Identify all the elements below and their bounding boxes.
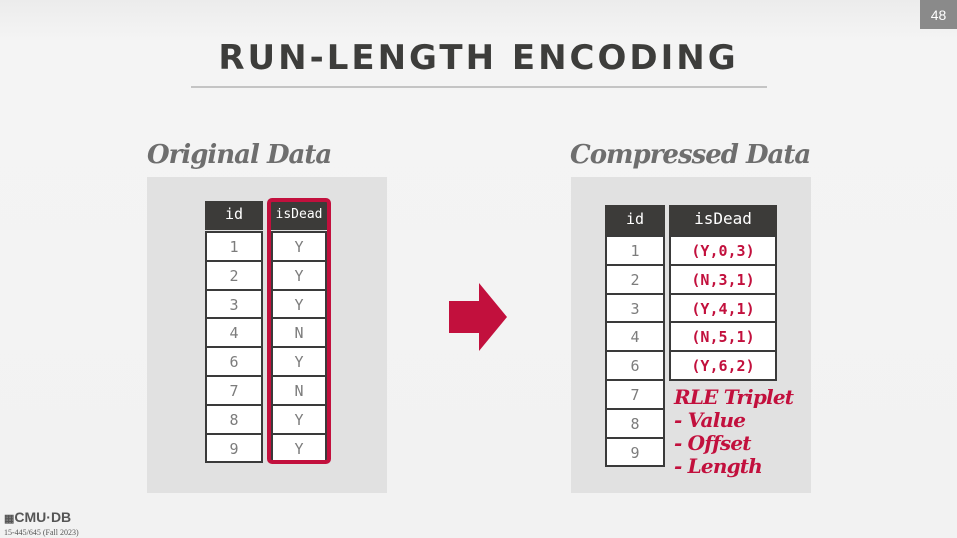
rle-note-item: - Length — [674, 454, 763, 478]
table-cell-isdead: Y — [271, 346, 327, 377]
table-cell-id: 6 — [605, 350, 665, 381]
table-cell-isdead: Y — [271, 288, 327, 320]
rle-triplet-cell: (Y,4,1) — [669, 292, 777, 324]
table-cell-isdead: Y — [271, 432, 327, 464]
logo-text: CMU·DB — [14, 509, 72, 525]
course-label: 15-445/645 (Fall 2023) — [4, 528, 79, 537]
table-cell-id: 1 — [605, 235, 665, 266]
table-cell-id: 3 — [605, 292, 665, 324]
table-cell-id: 8 — [605, 407, 665, 439]
original-data-heading: Original Data — [147, 140, 332, 170]
title-divider — [191, 86, 767, 88]
cmu-db-logo: ▦CMU·DB — [4, 509, 71, 525]
rle-note-item: - Value — [674, 408, 746, 432]
table-cell-id: 2 — [205, 259, 263, 291]
table-cell-id: 6 — [205, 346, 263, 377]
compressed-data-heading: Compressed Data — [570, 140, 811, 170]
table-cell-id: 9 — [205, 432, 263, 464]
table-cell-isdead: N — [271, 317, 327, 349]
table-cell-id: 4 — [205, 317, 263, 349]
right-arrow-icon — [449, 283, 507, 351]
table-cell-isdead: Y — [271, 231, 327, 262]
rle-triplet-cell: (N,5,1) — [669, 321, 777, 353]
rle-triplet-cell: (Y,0,3) — [669, 235, 777, 266]
rle-note-item: - Offset — [674, 431, 752, 455]
rle-triplet-cell: (N,3,1) — [669, 263, 777, 295]
isdead-column-highlight — [267, 198, 331, 464]
rle-triplet-note: RLE Triplet - Value - Offset - Length — [674, 385, 794, 478]
slide-title: RUN-LENGTH ENCODING — [218, 38, 739, 78]
table-cell-id: 2 — [605, 263, 665, 295]
table-cell-id: 9 — [605, 436, 665, 468]
column-header-id: id — [605, 205, 665, 235]
table-cell-isdead: Y — [271, 403, 327, 435]
table-cell-id: 4 — [605, 321, 665, 353]
table-cell-id: 7 — [205, 375, 263, 406]
table-cell-isdead: Y — [271, 259, 327, 291]
logo-glyph-icon: ▦ — [4, 513, 15, 525]
table-cell-id: 7 — [605, 379, 665, 410]
column-header-id: id — [205, 201, 263, 230]
page-number: 48 — [920, 0, 957, 29]
table-cell-id: 3 — [205, 288, 263, 320]
rle-triplet-cell: (Y,6,2) — [669, 350, 777, 381]
table-cell-id: 1 — [205, 231, 263, 262]
column-header-isdead: isDead — [669, 205, 777, 235]
rle-note-title: RLE Triplet — [674, 385, 794, 409]
column-header-isdead: isDead — [271, 201, 327, 230]
table-cell-id: 8 — [205, 403, 263, 435]
